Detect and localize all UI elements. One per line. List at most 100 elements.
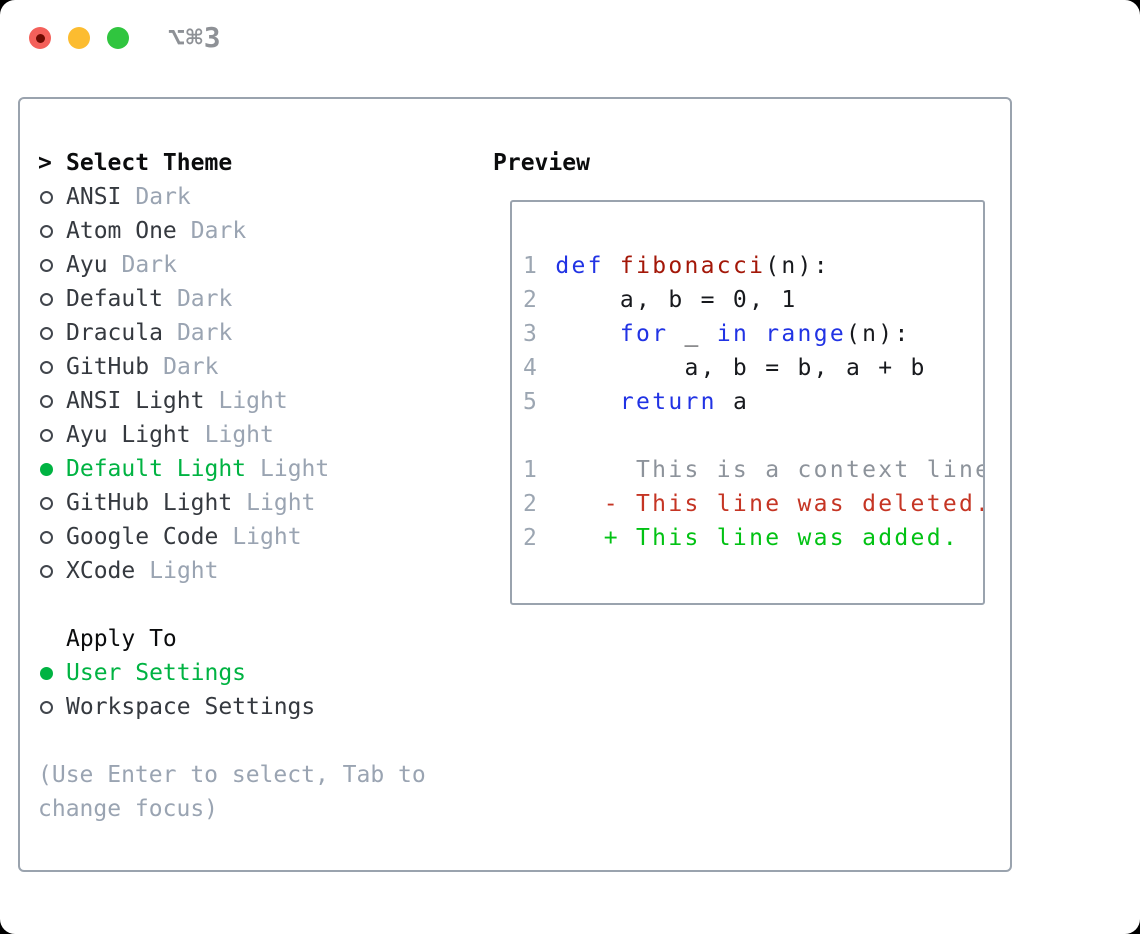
theme-option-label: XCode [66,558,136,584]
line-number: 2 [523,287,540,313]
theme-option[interactable]: Atom One Dark [38,214,490,248]
code-token [555,389,620,415]
spacer [38,724,490,758]
theme-option-label: Default Light [66,456,247,482]
radio-icon [40,258,53,272]
radio-selected-icon [40,666,53,680]
line-number: 5 [523,389,540,415]
apply-to-option[interactable]: User Settings [38,656,490,690]
diff-text: + This line was added. [539,525,959,551]
zoom-button[interactable] [107,27,129,49]
apply-to-option-label: User Settings [66,660,247,686]
close-button[interactable] [29,27,51,49]
theme-option-label: Dracula [66,320,163,346]
diff-text: This is a context line. [539,457,985,483]
code-line: 2 a, b = 0, 1 [523,283,977,317]
theme-variant-badge: Dark [176,286,233,312]
radio-icon [40,224,53,238]
select-theme-heading: >Select Theme [38,146,490,180]
code-token [749,321,765,347]
code-token: a, b = 0, 1 [555,287,798,313]
radio-cell [38,326,66,340]
theme-variant-badge: Dark [135,184,191,210]
titlebar: ⌥⌘3 [29,21,222,54]
theme-option[interactable]: Ayu Light Light [38,418,490,452]
code-token: in [716,321,750,347]
apply-to-option[interactable]: Workspace Settings [38,690,490,724]
code-token: _ [668,321,717,347]
code-token: for [619,321,669,347]
radio-icon [40,190,53,204]
theme-option-label: ANSI [66,184,122,210]
radio-icon [40,564,53,578]
focus-prompt-icon: > [38,150,52,176]
radio-selected-icon [40,462,53,476]
line-number: 3 [523,321,540,347]
diff-line: 2 + This line was added. [523,521,977,555]
line-number: 1 [523,253,540,279]
line-number: 2 [523,491,540,517]
code-line: 4 a, b = b, a + b [523,351,977,385]
radio-cell [38,224,66,238]
radio-cell [38,496,66,510]
theme-option[interactable]: GitHub Dark [38,350,490,384]
apply-to-heading: Apply To [38,622,490,656]
theme-option[interactable]: Google Code Light [38,520,490,554]
theme-option[interactable]: ANSI Dark [38,180,490,214]
window-title: ⌥⌘3 [168,21,222,54]
theme-option[interactable]: Dracula Dark [38,316,490,350]
theme-option-label: GitHub [66,354,150,380]
minimize-button[interactable] [68,27,90,49]
apply-to-option-label: Workspace Settings [66,694,316,720]
theme-variant-badge: Dark [190,218,247,244]
theme-variant-badge: Light [232,524,302,550]
theme-option[interactable]: Default Dark [38,282,490,316]
theme-variant-badge: Dark [176,320,233,346]
line-number: 1 [523,457,540,483]
preview-heading: Preview [493,150,590,176]
line-number: 2 [523,525,540,551]
code-token: a, b = b, a + b [555,355,927,381]
diff-text: - This line was deleted. [539,491,985,517]
theme-variant-badge: Light [260,456,330,482]
theme-option-label: Default [66,286,163,312]
radio-cell [38,462,66,476]
theme-option-label: ANSI Light [66,388,205,414]
code-line: 3 for _ in range(n): [523,317,977,351]
code-token [604,253,620,279]
diff-line: 1 This is a context line. [523,453,983,487]
theme-variant-badge: Light [204,422,274,448]
radio-cell [38,360,66,374]
radio-cell [38,666,66,680]
code-token: fibonacci [619,253,766,279]
theme-option-label: Google Code [66,524,219,550]
line-number: 4 [523,355,540,381]
theme-variant-badge: Dark [163,354,219,380]
theme-variant-badge: Light [246,490,316,516]
code-line: 1 def fibonacci(n): [523,249,977,283]
theme-option[interactable]: Default Light Light [38,452,490,486]
apply-to-list: User Settings Workspace Settings [38,656,490,724]
code-token [555,321,620,347]
radio-cell [38,394,66,408]
radio-icon [40,530,53,544]
theme-variant-badge: Dark [121,252,177,278]
theme-option-label: Ayu Light [66,422,191,448]
radio-cell [38,190,66,204]
radio-icon [40,360,53,374]
radio-icon [40,326,53,340]
theme-option-label: Atom One [66,218,177,244]
code-token: (n): [846,321,911,347]
spacer [38,588,490,622]
radio-cell [38,700,66,714]
code-token: (n): [765,253,830,279]
